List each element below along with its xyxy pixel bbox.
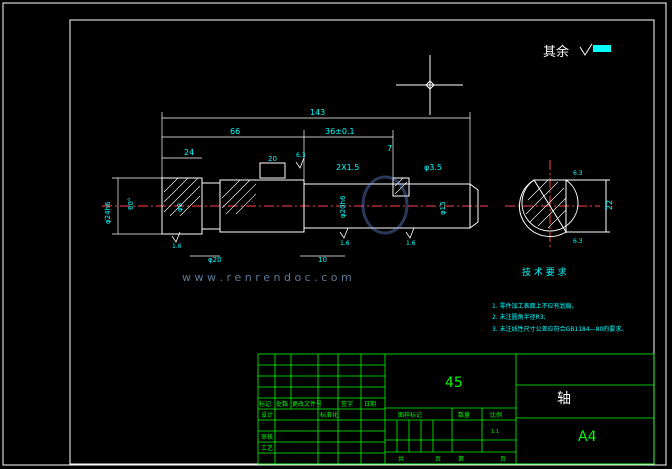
label-sheet: 页 (435, 456, 441, 463)
dim-left-step: 24 (184, 148, 194, 157)
dim-hole-dia: φ3.5 (424, 163, 442, 172)
dim-bottom-dia: φ20 (208, 256, 222, 264)
dim-small-hole: φ8 (176, 203, 184, 212)
shaft-main-view (102, 162, 488, 235)
label-mark: 标记 (259, 400, 271, 408)
center-mark (396, 55, 463, 115)
roughness-d: 6.3 (296, 152, 306, 159)
tech-note-1: 1. 零件加工表面上不应有划痕。 (492, 302, 578, 310)
section-view (505, 160, 610, 250)
tech-note-3: 3. 未注线性尺寸公差应符合GB1184—80的要求。 (492, 325, 627, 333)
label-stage-mark: 图样标记 (398, 411, 422, 419)
section-view-hatch (525, 179, 567, 229)
roughness-symbol-icon (579, 43, 611, 56)
label-standardize: 标准化 (320, 411, 338, 419)
watermark-url: w w w . r e n r e n d o c . c o m (182, 271, 352, 284)
label-date: 日期 (364, 400, 376, 408)
roughness-b: 1.6 (340, 240, 350, 247)
section-hatch (163, 177, 408, 217)
label-ratio: 比例 (490, 411, 502, 419)
outer-border (2, 2, 667, 466)
dim-left-dia: φ24h6 (104, 201, 112, 224)
label-page: 页 (500, 456, 506, 463)
roughness-c: 1.6 (406, 240, 416, 247)
dim-bottom-len: 10 (318, 256, 327, 264)
dim-mid-dia: φ20h6 (339, 195, 347, 218)
label-total: 共 (398, 455, 404, 463)
watermark-logo (361, 175, 409, 235)
title-block (257, 353, 655, 465)
label-sign: 签字 (341, 400, 353, 408)
label-review: 审核 (261, 433, 273, 441)
scale-value: 1:1 (491, 429, 499, 435)
dim-right-dia: φ15 (439, 201, 447, 215)
dimension-lines (112, 112, 471, 257)
roughness-note: 其余 (543, 44, 569, 60)
dim-thread: 2X1.5 (336, 163, 359, 172)
label-page-of: 第 (458, 455, 464, 463)
part-name: 轴 (557, 391, 571, 407)
dim-section-depth: 22 (605, 200, 614, 210)
label-count: 处数 (276, 400, 288, 408)
section-roughness-top: 6.3 (573, 170, 583, 177)
roughness-marks (171, 157, 415, 243)
tech-note-2: 2. 未注圆角半径R3; (492, 313, 546, 321)
tech-title: 技 术 要 求 (522, 266, 567, 278)
dim-left-length: 66 (230, 127, 240, 136)
label-doc-no: 更改文件号 (292, 400, 322, 408)
label-process: 工艺 (261, 444, 273, 452)
label-design: 设计 (261, 411, 273, 419)
dim-hole-pos: 7 (387, 144, 392, 153)
dim-overall-length: 143 (310, 108, 325, 117)
label-weight: 数量 (458, 411, 470, 419)
section-roughness-bottom: 6.3 (573, 238, 583, 245)
dim-groove-width: 20 (268, 155, 277, 163)
sheet-size: A4 (578, 429, 597, 445)
material-text: 45 (445, 375, 463, 391)
roughness-a: 1.6 (172, 243, 182, 250)
dim-angle: 60° (127, 198, 135, 210)
dim-key-position: 36±0.1 (325, 127, 355, 136)
